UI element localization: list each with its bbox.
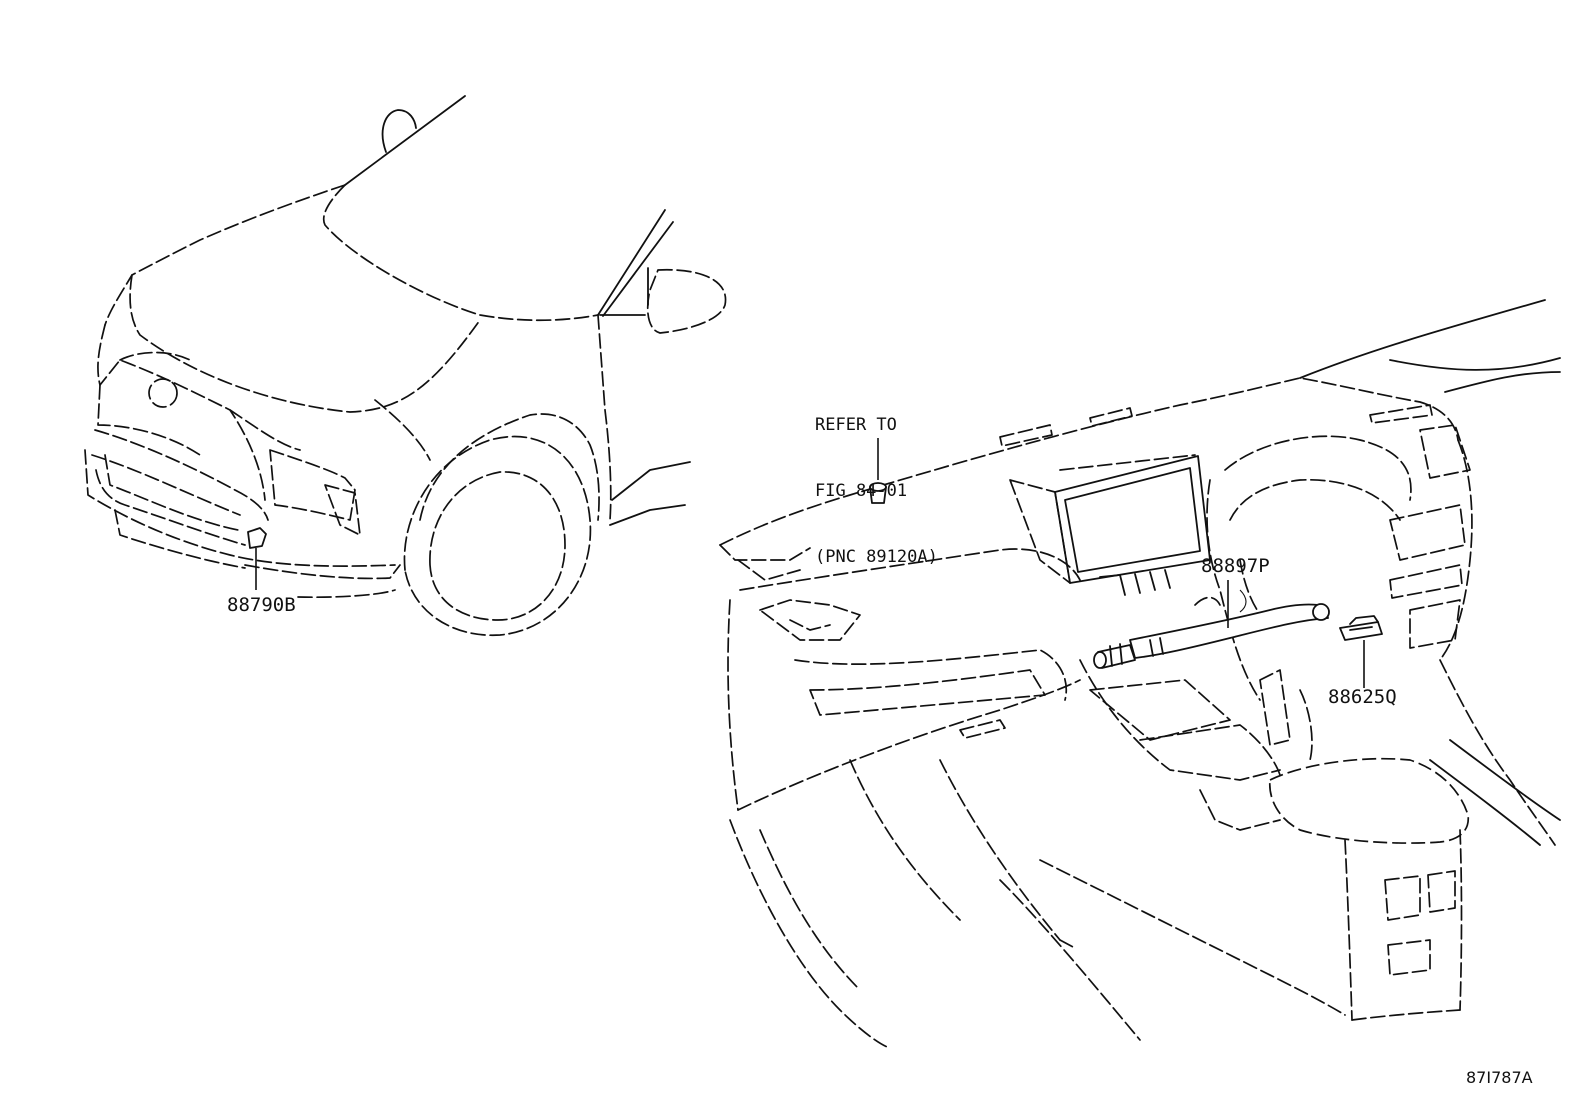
reference-note-line-3: (PNC 89120A) (815, 547, 938, 567)
reference-note-line-1: REFER TO (815, 415, 897, 435)
reference-note: REFER TO FIG 84-01 (PNC 89120A) (815, 370, 938, 590)
vehicle-front-view (84, 95, 727, 636)
part-label-88790b: 88790B (227, 594, 296, 616)
part-label-88625q: 88625Q (1328, 686, 1397, 708)
figure-id: 87I787A (1466, 1068, 1533, 1087)
part-label-88897p: 88897P (1201, 555, 1270, 577)
instrument-panel-view (719, 299, 1561, 1049)
reference-note-line-2: FIG 84-01 (815, 481, 908, 501)
